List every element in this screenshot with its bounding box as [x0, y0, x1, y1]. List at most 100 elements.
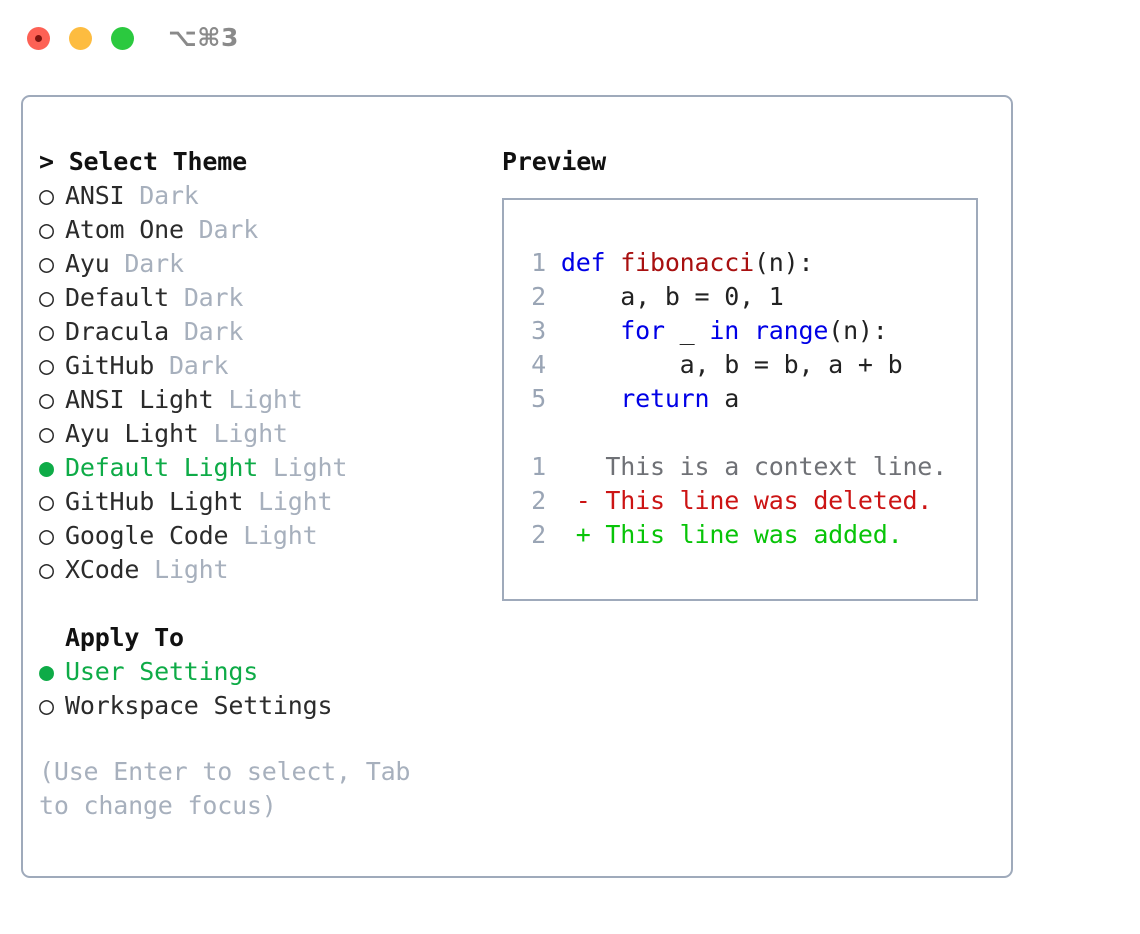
- radio-selected-icon: ●: [39, 453, 54, 482]
- code-token: [739, 316, 754, 345]
- radio-unselected-icon: ○: [39, 283, 54, 312]
- diff-sign: [546, 452, 591, 481]
- theme-option[interactable]: ● Default Light Light: [39, 451, 489, 485]
- line-number: 2: [531, 486, 546, 515]
- theme-option-label: Ayu: [65, 249, 110, 278]
- code-token: [561, 316, 620, 345]
- theme-picker-column: > Select Theme ○ANSI Dark○Atom One Dark○…: [39, 145, 489, 823]
- theme-option-label: Default: [65, 283, 169, 312]
- apply-to-option-label: Workspace Settings: [65, 691, 333, 720]
- diff-text: This line was deleted.: [590, 486, 933, 515]
- theme-option-label: Default Light: [65, 453, 259, 482]
- close-button[interactable]: [27, 27, 50, 50]
- line-number: 3: [531, 316, 546, 345]
- code-token: return: [620, 384, 710, 413]
- theme-option-label: GitHub Light: [65, 487, 244, 516]
- diff-sign: -: [546, 486, 591, 515]
- diff-text: This line was added.: [590, 520, 903, 549]
- theme-option-kind: Light: [213, 385, 303, 414]
- theme-option-label: XCode: [65, 555, 140, 584]
- theme-option-label: GitHub: [65, 351, 155, 380]
- radio-unselected-icon: ○: [39, 419, 54, 448]
- code-token: range: [753, 316, 829, 345]
- diff-sign: +: [546, 520, 591, 549]
- radio-unselected-icon: ○: [39, 691, 54, 720]
- preview-column: Preview 1 def fibonacci(n):2 a, b = 0, 1…: [502, 145, 997, 601]
- code-token: in: [709, 316, 740, 345]
- line-number: 1: [531, 248, 546, 277]
- line-number: 5: [531, 384, 546, 413]
- code-token: a, b = b, a + b: [560, 350, 903, 379]
- code-token: (n):: [753, 248, 814, 277]
- code-token: a: [709, 384, 740, 413]
- theme-option[interactable]: ○ Default Dark: [39, 281, 489, 315]
- line-number: 2: [531, 520, 546, 549]
- theme-option[interactable]: ○ Ayu Light Light: [39, 417, 489, 451]
- code-diff-separator: [518, 416, 947, 450]
- theme-option[interactable]: ○ Atom One Dark: [39, 213, 489, 247]
- theme-option[interactable]: ○ Ayu Dark: [39, 247, 489, 281]
- list-spacer: [39, 587, 489, 621]
- code-token: _: [664, 316, 710, 345]
- theme-option[interactable]: ○ GitHub Light Light: [39, 485, 489, 519]
- line-number: 1: [531, 452, 546, 481]
- apply-to-option[interactable]: ● User Settings: [39, 655, 489, 689]
- code-token: [605, 248, 620, 277]
- window-title: ⌥⌘3: [168, 23, 239, 52]
- radio-unselected-icon: ○: [39, 317, 54, 346]
- minimize-button[interactable]: [69, 27, 92, 50]
- theme-option-kind: Light: [139, 555, 229, 584]
- theme-option[interactable]: ○ANSI Dark: [39, 179, 489, 213]
- code-line: 3 for _ in range(n):: [518, 314, 947, 348]
- theme-option-kind: Dark: [168, 283, 244, 312]
- theme-option[interactable]: ○ANSI Light Light: [39, 383, 489, 417]
- theme-option-kind: Dark: [109, 249, 184, 278]
- theme-option-label: ANSI: [65, 181, 125, 210]
- theme-option[interactable]: ○ XCode Light: [39, 553, 489, 587]
- line-number: 4: [531, 350, 546, 379]
- radio-selected-icon: ●: [39, 657, 54, 686]
- code-line: 4 a, b = b, a + b: [518, 348, 947, 382]
- code-token: def: [560, 248, 606, 277]
- radio-unselected-icon: ○: [39, 521, 54, 550]
- theme-option-kind: Light: [258, 453, 348, 482]
- select-theme-header: > Select Theme: [39, 147, 247, 176]
- main-panel: > Select Theme ○ANSI Dark○Atom One Dark○…: [21, 95, 1013, 878]
- theme-option-label: Atom One: [65, 215, 184, 244]
- theme-option[interactable]: ○Google Code Light: [39, 519, 489, 553]
- theme-option[interactable]: ○GitHub Dark: [39, 349, 489, 383]
- window-controls: [27, 27, 134, 50]
- theme-option-kind: Dark: [154, 351, 229, 380]
- radio-unselected-icon: ○: [39, 249, 54, 278]
- apply-to-header: Apply To: [65, 623, 184, 652]
- diff-line: 1 This is a context line.: [518, 450, 947, 484]
- theme-option-kind: Light: [198, 419, 288, 448]
- maximize-button[interactable]: [111, 27, 134, 50]
- diff-text: This is a context line.: [590, 452, 947, 481]
- theme-option-label: Dracula: [65, 317, 169, 346]
- theme-option-kind: Light: [243, 487, 333, 516]
- keyboard-hint: (Use Enter to select, Tab to change focu…: [39, 757, 411, 820]
- radio-unselected-icon: ○: [39, 487, 54, 516]
- code-line: 2 a, b = 0, 1: [518, 280, 947, 314]
- theme-option[interactable]: ○Dracula Dark: [39, 315, 489, 349]
- code-token: [561, 384, 620, 413]
- code-token: a, b = 0, 1: [560, 282, 784, 311]
- theme-option-kind: Dark: [183, 215, 259, 244]
- apply-to-option[interactable]: ○ Workspace Settings: [39, 689, 489, 723]
- apply-to-list[interactable]: ● User Settings ○ Workspace Settings: [39, 655, 489, 723]
- code-line: 5 return a: [518, 382, 947, 416]
- apply-to-option-label: User Settings: [65, 657, 259, 686]
- theme-option-label: ANSI Light: [65, 385, 214, 414]
- code-token: for: [620, 316, 665, 345]
- radio-unselected-icon: ○: [39, 215, 54, 244]
- theme-option-label: Ayu Light: [65, 419, 199, 448]
- theme-option-kind: Light: [228, 521, 318, 550]
- radio-unselected-icon: ○: [39, 555, 54, 584]
- preview-title: Preview: [502, 147, 606, 176]
- radio-unselected-icon: ○: [39, 181, 54, 210]
- line-number: 2: [531, 282, 546, 311]
- theme-list[interactable]: ○ ANSI Dark ○ Atom One Dark ○ Ayu Dark ○ Defaul…: [39, 179, 489, 587]
